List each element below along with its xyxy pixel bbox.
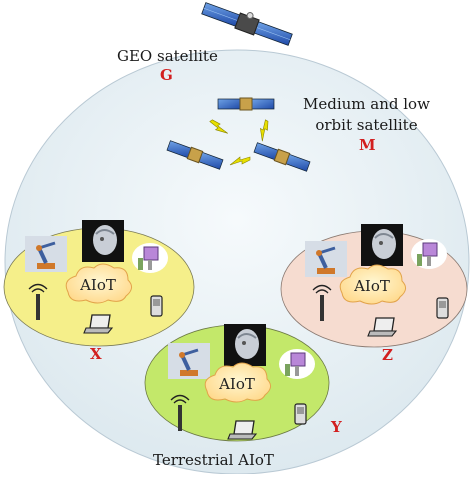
mlo-letter-label: M	[359, 136, 376, 154]
mlo-satellite-right-icon	[253, 142, 311, 172]
antenna-icon	[28, 283, 48, 320]
geo-satellite-label: GEO satellite	[117, 47, 218, 65]
sensor-device-icon	[132, 243, 168, 273]
antenna-icon	[312, 284, 332, 321]
cluster-x-label: X	[90, 345, 102, 363]
terrestrial-aiot-label: Terrestrial AIoT	[153, 451, 274, 469]
laptop-icon	[83, 314, 114, 334]
aiot-cloud-y	[204, 362, 271, 403]
mlo-satellite-label-line1: Medium and low	[303, 95, 430, 113]
phone-icon	[436, 297, 449, 319]
sensor-device-icon	[279, 349, 315, 379]
geo-letter-label: G	[160, 66, 173, 84]
ai-head-icon	[224, 324, 266, 366]
mlo-satellite-label-line2: orbit satellite	[315, 116, 418, 134]
lightning-link-bottom-icon	[229, 156, 251, 166]
ai-head-icon	[361, 224, 403, 266]
aiot-label-x: AIoT	[80, 276, 116, 294]
lightning-link-right-icon	[260, 119, 269, 142]
aiot-label-y: AIoT	[219, 375, 255, 393]
robot-arm-icon	[25, 236, 67, 272]
ai-head-icon	[82, 220, 124, 262]
cluster-y-label: Y	[331, 418, 342, 436]
robot-arm-icon	[305, 241, 347, 277]
mlo-satellite-top-icon	[217, 97, 275, 111]
mlo-satellite-label: Medium and low orbit satellite	[303, 94, 430, 136]
phone-icon	[294, 403, 307, 425]
lightning-link-left-icon	[209, 119, 229, 134]
laptop-icon	[367, 317, 398, 337]
sensor-device-icon	[411, 239, 447, 269]
robot-arm-icon	[168, 343, 210, 379]
antenna-icon	[170, 394, 190, 431]
cluster-z-label: Z	[382, 346, 393, 364]
aiot-cloud-z	[339, 264, 406, 305]
geo-satellite-icon	[201, 2, 293, 46]
phone-icon	[150, 295, 163, 317]
mlo-satellite-left-icon	[166, 140, 224, 170]
laptop-icon	[227, 420, 258, 440]
aiot-label-z: AIoT	[354, 277, 390, 295]
aiot-cloud-x	[65, 263, 132, 304]
